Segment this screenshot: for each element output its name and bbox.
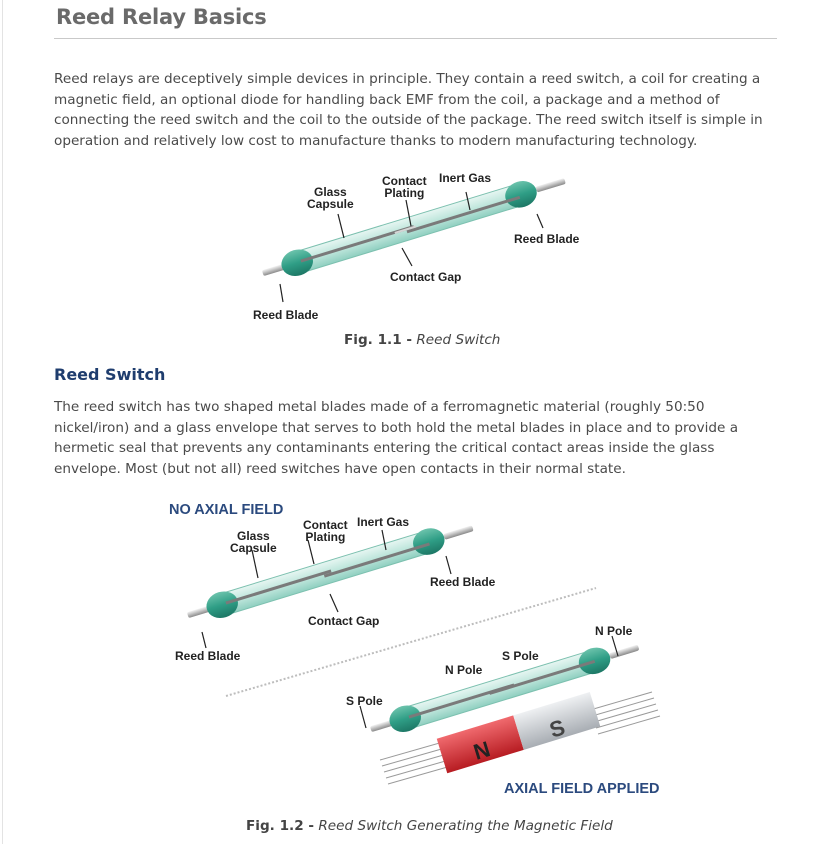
caption-text-2: Reed Switch Generating the Magnetic Fiel… — [318, 818, 613, 834]
reed-switch-illustration — [262, 178, 566, 303]
caption-text: Reed Switch — [416, 332, 501, 348]
figure-1-caption: Fig. 1.1 - Reed Switch — [344, 332, 500, 348]
figure-2-caption: Fig. 1.2 - Reed Switch Generating the Ma… — [246, 818, 613, 834]
label-n-pole-mid: N Pole — [445, 663, 483, 677]
page-left-border — [2, 0, 3, 844]
label-s-pole-left: S Pole — [346, 694, 383, 708]
label-s-pole-mid: S Pole — [502, 649, 539, 663]
label-contact-gap: Contact Gap — [390, 270, 462, 284]
label-reed-blade-right-2: Reed Blade — [430, 575, 496, 589]
section-heading-reed-switch: Reed Switch — [54, 365, 166, 384]
label-no-axial-field: NO AXIAL FIELD — [169, 502, 284, 518]
page-title: Reed Relay Basics — [56, 5, 267, 29]
title-divider — [54, 38, 777, 39]
label-inert-gas-2: Inert Gas — [357, 515, 410, 529]
intro-paragraph: Reed relays are deceptively simple devic… — [54, 71, 763, 149]
label-inert-gas: Inert Gas — [439, 171, 492, 185]
label-reed-blade-left-2: Reed Blade — [175, 649, 241, 663]
label-reed-blade-left: Reed Blade — [253, 308, 319, 322]
label-contact-gap-2: Contact Gap — [308, 614, 380, 628]
caption-number-2: Fig. 1.2 - — [246, 818, 315, 834]
label-n-pole-right: N Pole — [595, 624, 633, 638]
label-axial-field-applied: AXIAL FIELD APPLIED — [504, 781, 660, 797]
magnetic-field-illustration — [187, 525, 661, 785]
label-reed-blade-right: Reed Blade — [514, 232, 580, 246]
reed-switch-paragraph: The reed switch has two shaped metal bla… — [54, 399, 739, 477]
caption-number: Fig. 1.1 - — [344, 332, 413, 348]
